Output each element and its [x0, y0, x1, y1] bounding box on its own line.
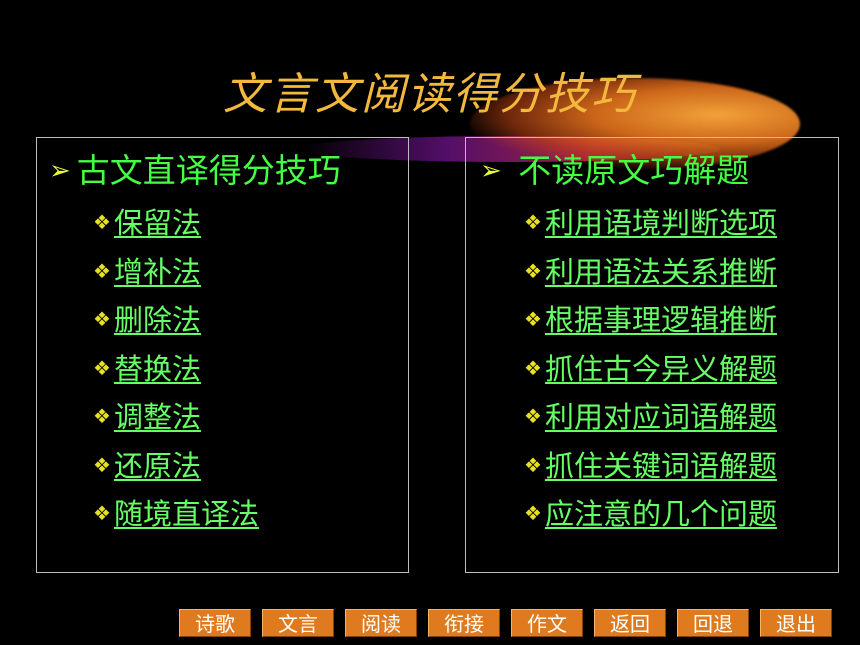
- link-baoliu[interactable]: 保留法: [113, 206, 201, 240]
- diamond-bullet-icon: ❖: [524, 258, 542, 283]
- nav-button-huitui[interactable]: 回退: [677, 609, 749, 637]
- link-zhuyi[interactable]: 应注意的几个问题: [544, 497, 777, 531]
- list-item: ❖保留法: [93, 200, 259, 249]
- link-shanchu[interactable]: 删除法: [113, 303, 201, 337]
- right-panel: ➢ 不读原文巧解题 ❖利用语境判断选项 ❖利用语法关系推断 ❖根据事理逻辑推断 …: [465, 137, 839, 573]
- diamond-bullet-icon: ❖: [93, 355, 111, 380]
- nav-button-yuedu[interactable]: 阅读: [345, 609, 417, 637]
- diamond-bullet-icon: ❖: [524, 307, 542, 331]
- list-item: ❖调整法: [93, 394, 259, 443]
- list-item: ❖还原法: [93, 443, 259, 492]
- arrow-bullet-icon: ➢: [480, 156, 502, 186]
- right-heading-text: 不读原文巧解题: [518, 151, 750, 190]
- nav-button-tuichu[interactable]: 退出: [760, 609, 832, 637]
- bottom-nav-bar: 诗歌 文言 阅读 衔接 作文 返回 回退 退出: [179, 609, 832, 637]
- link-guanjian[interactable]: 抓住关键词语解题: [544, 448, 777, 483]
- list-item: ❖抓住古今异义解题: [524, 346, 777, 395]
- link-tihuan[interactable]: 替换法: [113, 351, 201, 386]
- nav-button-wenyan[interactable]: 文言: [262, 609, 334, 637]
- link-duiying[interactable]: 利用对应词语解题: [544, 400, 777, 434]
- comet-decoration: [470, 78, 800, 170]
- diamond-bullet-icon: ❖: [93, 452, 111, 477]
- diamond-bullet-icon: ❖: [93, 404, 111, 428]
- list-item: ❖利用语境判断选项: [524, 200, 777, 249]
- diamond-bullet-icon: ❖: [524, 501, 542, 525]
- list-item: ❖应注意的几个问题: [524, 491, 777, 540]
- nav-button-fanhui[interactable]: 返回: [594, 609, 666, 637]
- diamond-bullet-icon: ❖: [524, 404, 542, 428]
- list-item: ❖增补法: [93, 249, 259, 298]
- left-panel: ➢古文直译得分技巧 ❖保留法 ❖增补法 ❖删除法 ❖替换法 ❖调整法 ❖还原法 …: [36, 137, 409, 573]
- list-item: ❖利用对应词语解题: [524, 394, 777, 443]
- list-item: ❖抓住关键词语解题: [524, 443, 777, 492]
- diamond-bullet-icon: ❖: [93, 258, 111, 283]
- left-item-list: ❖保留法 ❖增补法 ❖删除法 ❖替换法 ❖调整法 ❖还原法 ❖随境直译法: [93, 200, 259, 540]
- link-zengbu[interactable]: 增补法: [113, 254, 201, 289]
- link-yufa[interactable]: 利用语法关系推断: [544, 254, 777, 289]
- right-item-list: ❖利用语境判断选项 ❖利用语法关系推断 ❖根据事理逻辑推断 ❖抓住古今异义解题 …: [524, 200, 777, 540]
- link-huanyuan[interactable]: 还原法: [113, 448, 201, 483]
- diamond-bullet-icon: ❖: [524, 452, 542, 477]
- right-panel-heading: ➢ 不读原文巧解题: [480, 144, 749, 192]
- diamond-bullet-icon: ❖: [524, 210, 542, 234]
- link-suijing[interactable]: 随境直译法: [113, 497, 259, 531]
- left-heading-text: 古文直译得分技巧: [76, 151, 341, 190]
- nav-button-xianjie[interactable]: 衔接: [428, 609, 500, 637]
- nav-button-zuowen[interactable]: 作文: [511, 609, 583, 637]
- arrow-bullet-icon: ➢: [49, 156, 71, 186]
- slide-title: 文言文阅读得分技巧: [223, 69, 637, 120]
- list-item: ❖根据事理逻辑推断: [524, 297, 777, 346]
- diamond-bullet-icon: ❖: [93, 307, 111, 331]
- link-gujin[interactable]: 抓住古今异义解题: [544, 351, 777, 386]
- list-item: ❖替换法: [93, 346, 259, 395]
- link-shili[interactable]: 根据事理逻辑推断: [544, 303, 777, 337]
- left-panel-heading: ➢古文直译得分技巧: [49, 144, 341, 192]
- list-item: ❖随境直译法: [93, 491, 259, 540]
- diamond-bullet-icon: ❖: [93, 501, 111, 525]
- list-item: ❖删除法: [93, 297, 259, 346]
- list-item: ❖利用语法关系推断: [524, 249, 777, 298]
- diamond-bullet-icon: ❖: [93, 210, 111, 234]
- nav-button-shige[interactable]: 诗歌: [179, 609, 251, 637]
- diamond-bullet-icon: ❖: [524, 355, 542, 380]
- link-tiaozheng[interactable]: 调整法: [113, 400, 201, 434]
- link-yujing[interactable]: 利用语境判断选项: [544, 206, 777, 240]
